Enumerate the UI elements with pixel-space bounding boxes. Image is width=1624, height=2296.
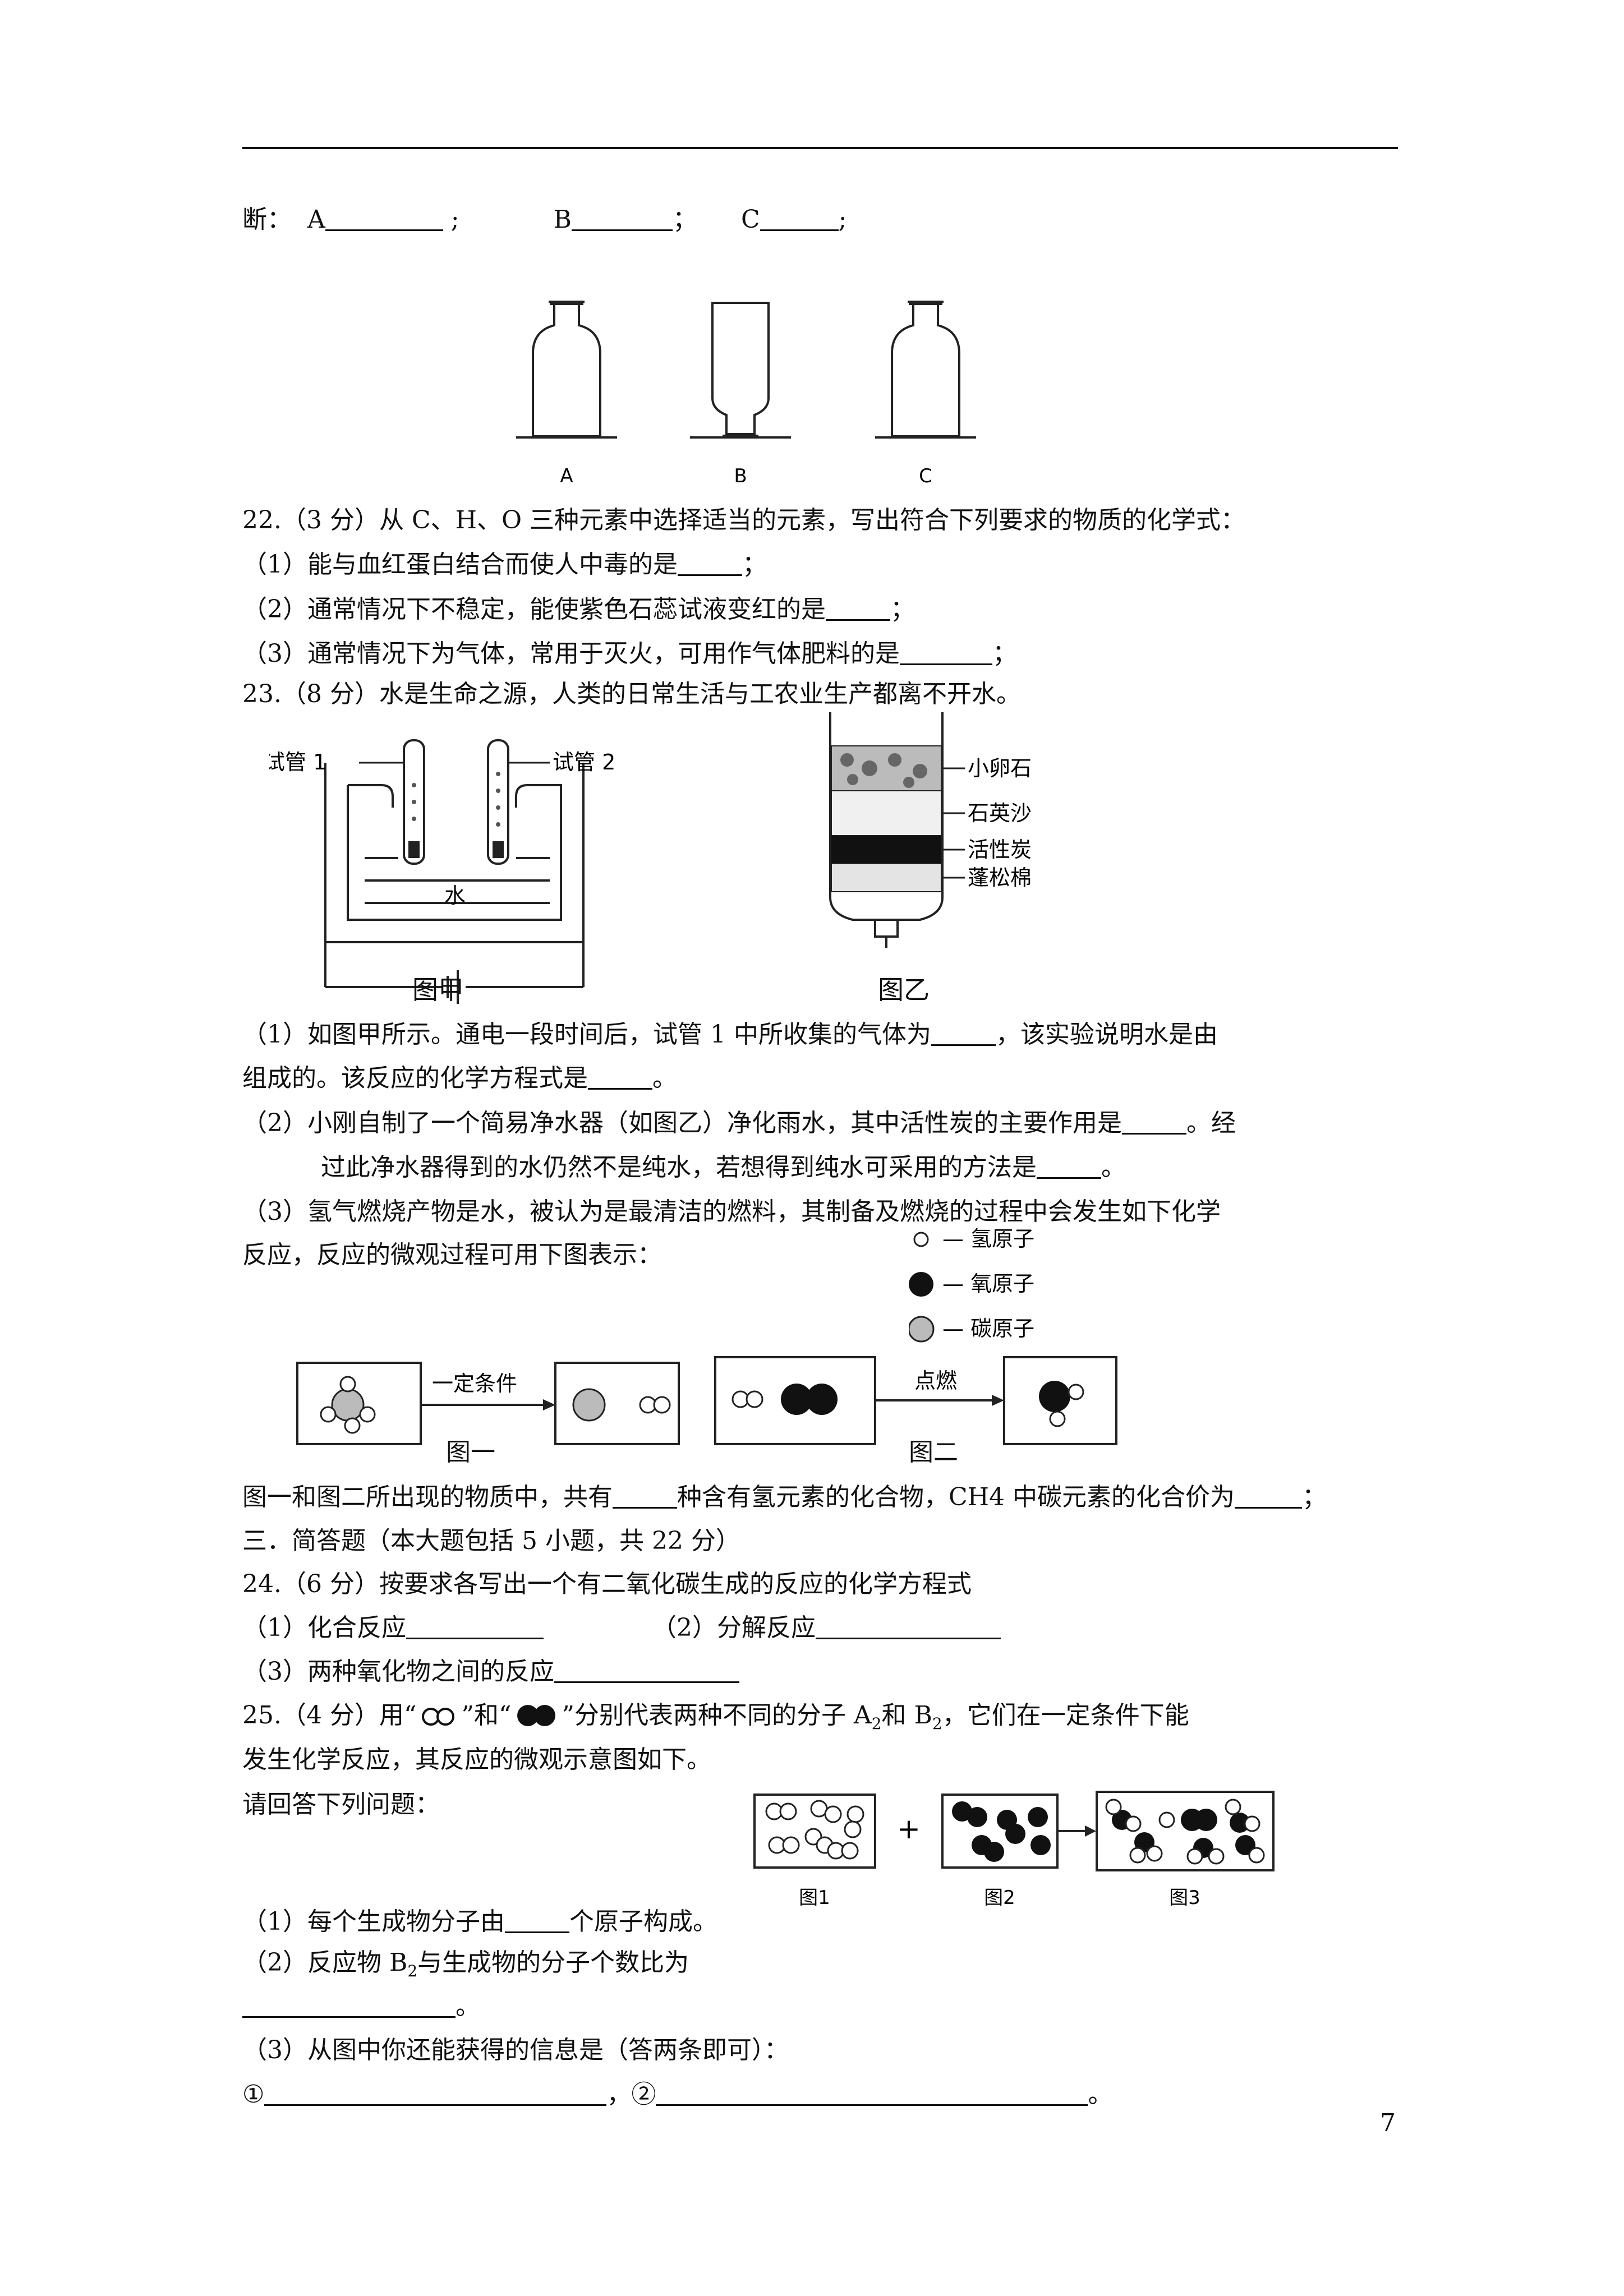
q21-answer-line: 断： A ; B； C; [242, 205, 847, 234]
blank[interactable] [816, 1613, 1001, 1639]
q25-reaction-figure: + 图1 图2 图3 [753, 1791, 1275, 1909]
fig2-caption: 图二 [909, 1438, 958, 1467]
blank[interactable] [1037, 1152, 1101, 1179]
q25-line2: 发生化学反应，其反应的微观示意图如下。 [242, 1745, 711, 1774]
layer-label: 蓬松棉 [968, 865, 1032, 890]
q25-answer-line: ①，②。 [242, 2080, 1113, 2109]
bottle-label-a: A [560, 465, 573, 487]
carbon-atom-icon [909, 1316, 935, 1343]
blank[interactable] [554, 1657, 739, 1683]
bottle-label-c: C [919, 465, 932, 487]
layer-label: 小卵石 [968, 756, 1032, 781]
blank[interactable] [656, 2080, 1088, 2106]
blank-b[interactable] [571, 205, 673, 231]
atom-legend: — 氢原子 — 氧原子 — 碳原子 [909, 1227, 1034, 1343]
q23-title: 23.（8 分）水是生命之源，人类的日常生活与工农业生产都离不开水。 [242, 680, 1021, 708]
hydrogen-atom-icon [913, 1232, 929, 1247]
q25-item-3: （3）从图中你还能获得的信息是（答两条即可）： [242, 2036, 789, 2064]
q25-item-2: （2）反应物 B2与生成物的分子个数比为 [242, 1948, 689, 1980]
blank[interactable] [406, 1613, 544, 1639]
blank[interactable] [505, 1907, 569, 1933]
q23-p2b: 过此净水器得到的水仍然不是纯水，若想得到纯水可采用的方法是。 [321, 1152, 1126, 1182]
q25-item-1: （1）每个生成物分子由个原子构成。 [242, 1907, 717, 1936]
blank-c[interactable] [760, 205, 839, 231]
blank[interactable] [1122, 1108, 1186, 1135]
water-purifier-figure: 小卵石 石英沙 活性炭 蓬松棉 [829, 712, 1032, 948]
q23-p2a: （2）小刚自制了一个简易净水器（如图乙）净化雨水，其中活性炭的主要作用是。经 [242, 1108, 1236, 1137]
q23-p3b: 反应，反应的微观过程可用下图表示： [242, 1241, 662, 1269]
q23-p1a: （1）如图甲所示。通电一段时间后，试管 1 中所收集的气体为，该实验说明水是由 [242, 1020, 1218, 1049]
q24-item-1: （1）化合反应 [242, 1611, 544, 1645]
water-label: 水 [444, 883, 466, 908]
a2-molecule-icon [422, 1708, 455, 1726]
q23-p3c: 图一和图二所出现的物质中，共有种含有氢元素的化合物，CH4 中碳元素的化合价为； [242, 1482, 1327, 1511]
layer-label: 活性炭 [968, 837, 1032, 862]
fig-label-2: 图2 [984, 1887, 1015, 1909]
fig-label-3: 图3 [1169, 1887, 1200, 1909]
bottle-label-b: B [734, 465, 747, 487]
legend-oxygen: — 氧原子 [942, 1271, 1034, 1296]
q22-item-3: （3）通常情况下为气体，常用于灭火，可用作气体肥料的是； [242, 639, 1017, 668]
q25-title: 25.（4 分）用“”和“”分别代表两种不同的分子 A2和 B2，它们在一定条件… [242, 1701, 1189, 1733]
condition-fig1: 一定条件 [432, 1371, 517, 1396]
q22-title: 22.（3 分）从 C、H、O 三种元素中选择适当的元素，写出符合下列要求的物质… [242, 506, 1246, 534]
blank[interactable] [826, 594, 890, 621]
electrolysis-figure: 试管 1 试管 2 水 [269, 739, 615, 1004]
q25-item-2-blank: 。 [242, 1990, 480, 2023]
reaction-figures: 一定条件 点燃 [296, 1356, 1117, 1445]
legend-hydrogen: — 氢原子 [942, 1227, 1034, 1251]
blank[interactable] [588, 1063, 652, 1090]
header-rule [242, 147, 1398, 149]
gas-bottles-figure: A B C [516, 301, 976, 487]
oxygen-atom-icon [909, 1272, 933, 1297]
q22-item-1: （1）能与血红蛋白结合而使人中毒的是； [242, 550, 767, 579]
blank[interactable] [900, 639, 992, 665]
plus-sign: + [897, 1813, 921, 1845]
fig-label-1: 图1 [799, 1887, 830, 1909]
b2-molecule-icon [517, 1705, 556, 1726]
blank[interactable] [678, 550, 742, 576]
fig-jia-caption: 图甲 [412, 975, 464, 1005]
q24-item-3: （3）两种氧化物之间的反应 [242, 1655, 739, 1689]
blank[interactable] [242, 1991, 456, 2018]
blank[interactable] [264, 2080, 607, 2106]
blank-a[interactable] [325, 205, 443, 231]
condition-fig2: 点燃 [914, 1368, 957, 1393]
tube1-label: 试管 1 [269, 750, 326, 774]
q24-title: 24.（6 分）按要求各写出一个有二氧化碳生成的反应的化学方程式 [242, 1570, 972, 1598]
q25-line3: 请回答下列问题： [242, 1790, 440, 1819]
section-3-heading: 三．简答题（本大题包括 5 小题，共 22 分） [242, 1527, 740, 1555]
q24-item-2: （2）分解反应 [652, 1611, 1001, 1645]
blank[interactable] [613, 1482, 677, 1509]
q23-p1b: 组成的。该反应的化学方程式是。 [242, 1063, 677, 1092]
q23-p3a: （3）氢气燃烧产物是水，被认为是最清洁的燃料，其制备及燃烧的过程中会发生如下化学 [242, 1197, 1221, 1226]
blank[interactable] [931, 1020, 996, 1046]
layer-label: 石英沙 [968, 801, 1032, 826]
legend-carbon: — 碳原子 [942, 1316, 1034, 1341]
blank[interactable] [1235, 1482, 1303, 1509]
q22-item-2: （2）通常情况下不稳定，能使紫色石蕊试液变红的是； [242, 594, 915, 624]
fig-yi-caption: 图乙 [878, 975, 930, 1005]
page-number: 7 [1380, 2109, 1396, 2137]
fig1-caption: 图一 [446, 1438, 495, 1467]
tube2-label: 试管 2 [553, 750, 615, 774]
